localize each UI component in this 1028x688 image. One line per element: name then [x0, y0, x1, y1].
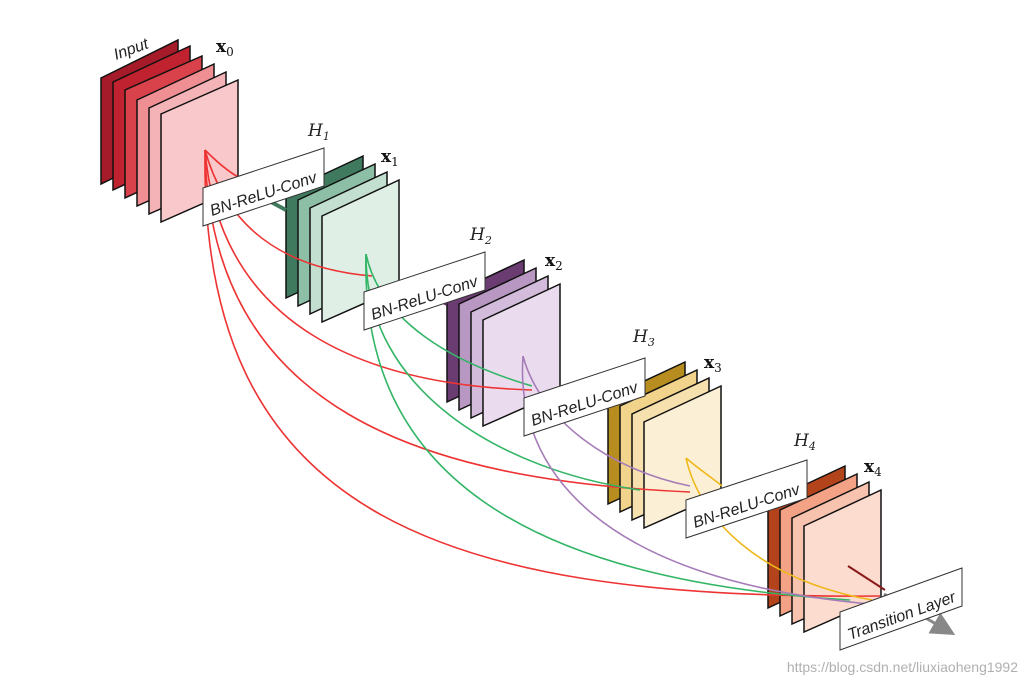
- x-label: x: [216, 37, 227, 57]
- connection: [204, 149, 691, 493]
- h3-label: H3: [632, 327, 655, 349]
- dense-connections-yellow: [685, 457, 873, 601]
- x-subscript: 0: [226, 45, 234, 59]
- connector: [847, 565, 886, 591]
- x0-label: x0: [216, 37, 234, 59]
- svg-text:x0: x0: [216, 37, 234, 59]
- h-subscript: 4: [808, 440, 816, 453]
- svg-text:x3: x3: [704, 353, 722, 375]
- svg-text:H1: H1: [307, 121, 330, 143]
- connection: [204, 149, 881, 597]
- connection: [365, 253, 533, 387]
- h-label: H: [469, 225, 486, 245]
- h-subscript: 1: [323, 130, 330, 143]
- h-label: H: [793, 431, 810, 451]
- h4-label: H4: [793, 431, 816, 453]
- x2-label: x2: [545, 251, 563, 273]
- x4-label: x4: [864, 457, 882, 479]
- x-subscript: 2: [555, 259, 563, 273]
- x-label: x: [864, 457, 875, 477]
- h2-label: H2: [469, 225, 492, 247]
- svg-text:x4: x4: [864, 457, 882, 479]
- svg-text:x1: x1: [381, 147, 399, 169]
- x1-label: x1: [381, 147, 399, 169]
- h-label: H: [307, 121, 324, 141]
- h-label: H: [632, 327, 649, 347]
- x3-label: x3: [704, 353, 722, 375]
- x-subscript: 3: [714, 361, 722, 375]
- connection: [522, 355, 691, 487]
- x-subscript: 4: [874, 465, 882, 479]
- x-label: x: [704, 353, 715, 373]
- watermark: https://blog.csdn.net/liuxiaoheng1992: [787, 659, 1018, 675]
- h-subscript: 2: [484, 234, 492, 247]
- x-label: x: [381, 147, 392, 167]
- h1-label: H1: [307, 121, 330, 143]
- connection: [204, 149, 373, 277]
- connection: [685, 457, 723, 487]
- svg-text:H4: H4: [793, 431, 816, 453]
- x-subscript: 1: [391, 155, 399, 169]
- x-label: x: [545, 251, 556, 271]
- connection: [685, 457, 873, 601]
- connection: [365, 253, 851, 601]
- svg-text:H3: H3: [632, 327, 655, 349]
- svg-text:x2: x2: [545, 251, 563, 273]
- svg-text:H2: H2: [469, 225, 492, 247]
- h-subscript: 3: [648, 336, 655, 349]
